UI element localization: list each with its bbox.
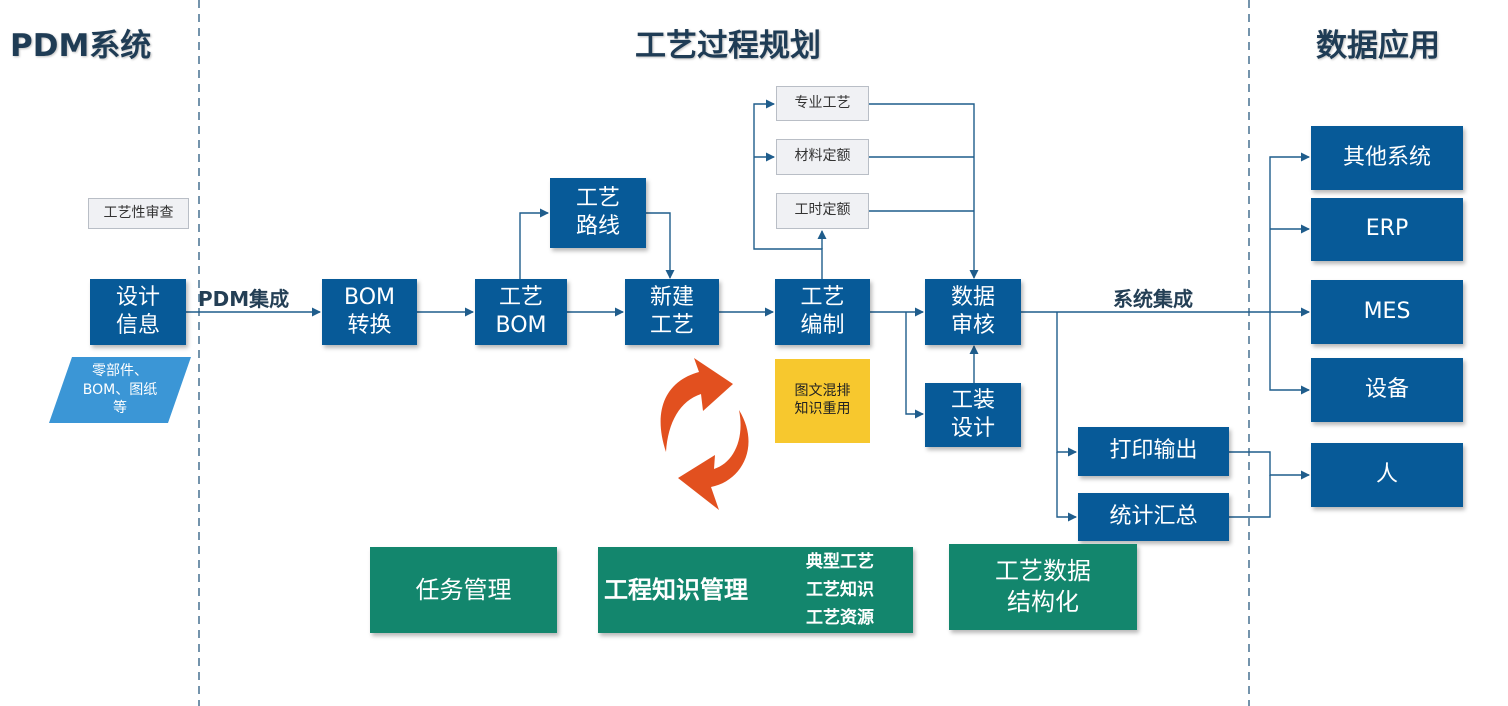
apps-section-title: 数据应用: [1316, 28, 1440, 64]
equipment-box: 设备: [1311, 358, 1463, 422]
link-print-person: [1229, 451, 1310, 480]
bom-conversion-box: BOM 转换: [322, 279, 417, 345]
new-process-box: 新建 工艺: [625, 279, 719, 345]
link-bus-equipment: [1269, 312, 1310, 395]
link-special-review: [869, 103, 979, 279]
pdm-integration-label: PDM集成: [198, 287, 290, 311]
knowledge-management-box: 工程知识管理: [598, 547, 913, 633]
link-review-print: [1056, 312, 1077, 457]
special-process-box: 专业工艺: [776, 86, 869, 121]
mixed-content-box: 图文混排 知识重用: [775, 359, 870, 443]
refresh-cycle-icon: [660, 358, 749, 510]
data-structuring-box: 工艺数据 结构化: [949, 544, 1137, 630]
link-review-stats: [1056, 452, 1077, 522]
process-route-box: 工艺 路线: [550, 178, 646, 248]
design-info-box: 设计 信息: [90, 279, 186, 345]
process-editing-box: 工艺 编制: [775, 279, 870, 345]
mes-box: MES: [1311, 280, 1463, 344]
link-edit-labor: [753, 99, 823, 279]
knowledge-item: 工艺知识: [806, 580, 874, 600]
knowledge-management-label: 工程知识管理: [604, 574, 748, 604]
system-integration-label: 系统集成: [1113, 287, 1193, 311]
link-processbom-route: [519, 208, 549, 279]
knowledge-item: 典型工艺: [806, 552, 874, 572]
pdm-section-title: PDM系统: [10, 28, 152, 64]
task-management-box: 任务管理: [370, 547, 557, 633]
erp-box: ERP: [1311, 198, 1463, 261]
knowledge-items-list: 典型工艺 工艺知识 工艺资源: [806, 548, 874, 632]
link-edit-tooling: [905, 312, 924, 419]
data-review-box: 数据 审核: [925, 279, 1021, 345]
planning-section-title: 工艺过程规划: [635, 28, 821, 64]
person-box: 人: [1311, 443, 1463, 507]
material-quota-box: 材料定额: [776, 139, 869, 175]
other-systems-box: 其他系统: [1311, 126, 1463, 190]
statistics-box: 统计汇总: [1078, 493, 1229, 541]
print-output-box: 打印输出: [1078, 427, 1229, 476]
knowledge-item: 工艺资源: [806, 608, 874, 628]
parts-data-shape: [49, 357, 191, 423]
link-route-new: [646, 212, 675, 279]
process-bom-box: 工艺 BOM: [475, 279, 567, 345]
parts-data-label: 零部件、 BOM、图纸 等: [82, 362, 158, 417]
labor-quota-box: 工时定额: [776, 193, 869, 229]
link-stats-person: [1229, 475, 1271, 518]
tooling-design-box: 工装 设计: [925, 383, 1021, 447]
link-bus-other: [1269, 152, 1310, 312]
process-review-box: 工艺性审查: [88, 198, 189, 229]
